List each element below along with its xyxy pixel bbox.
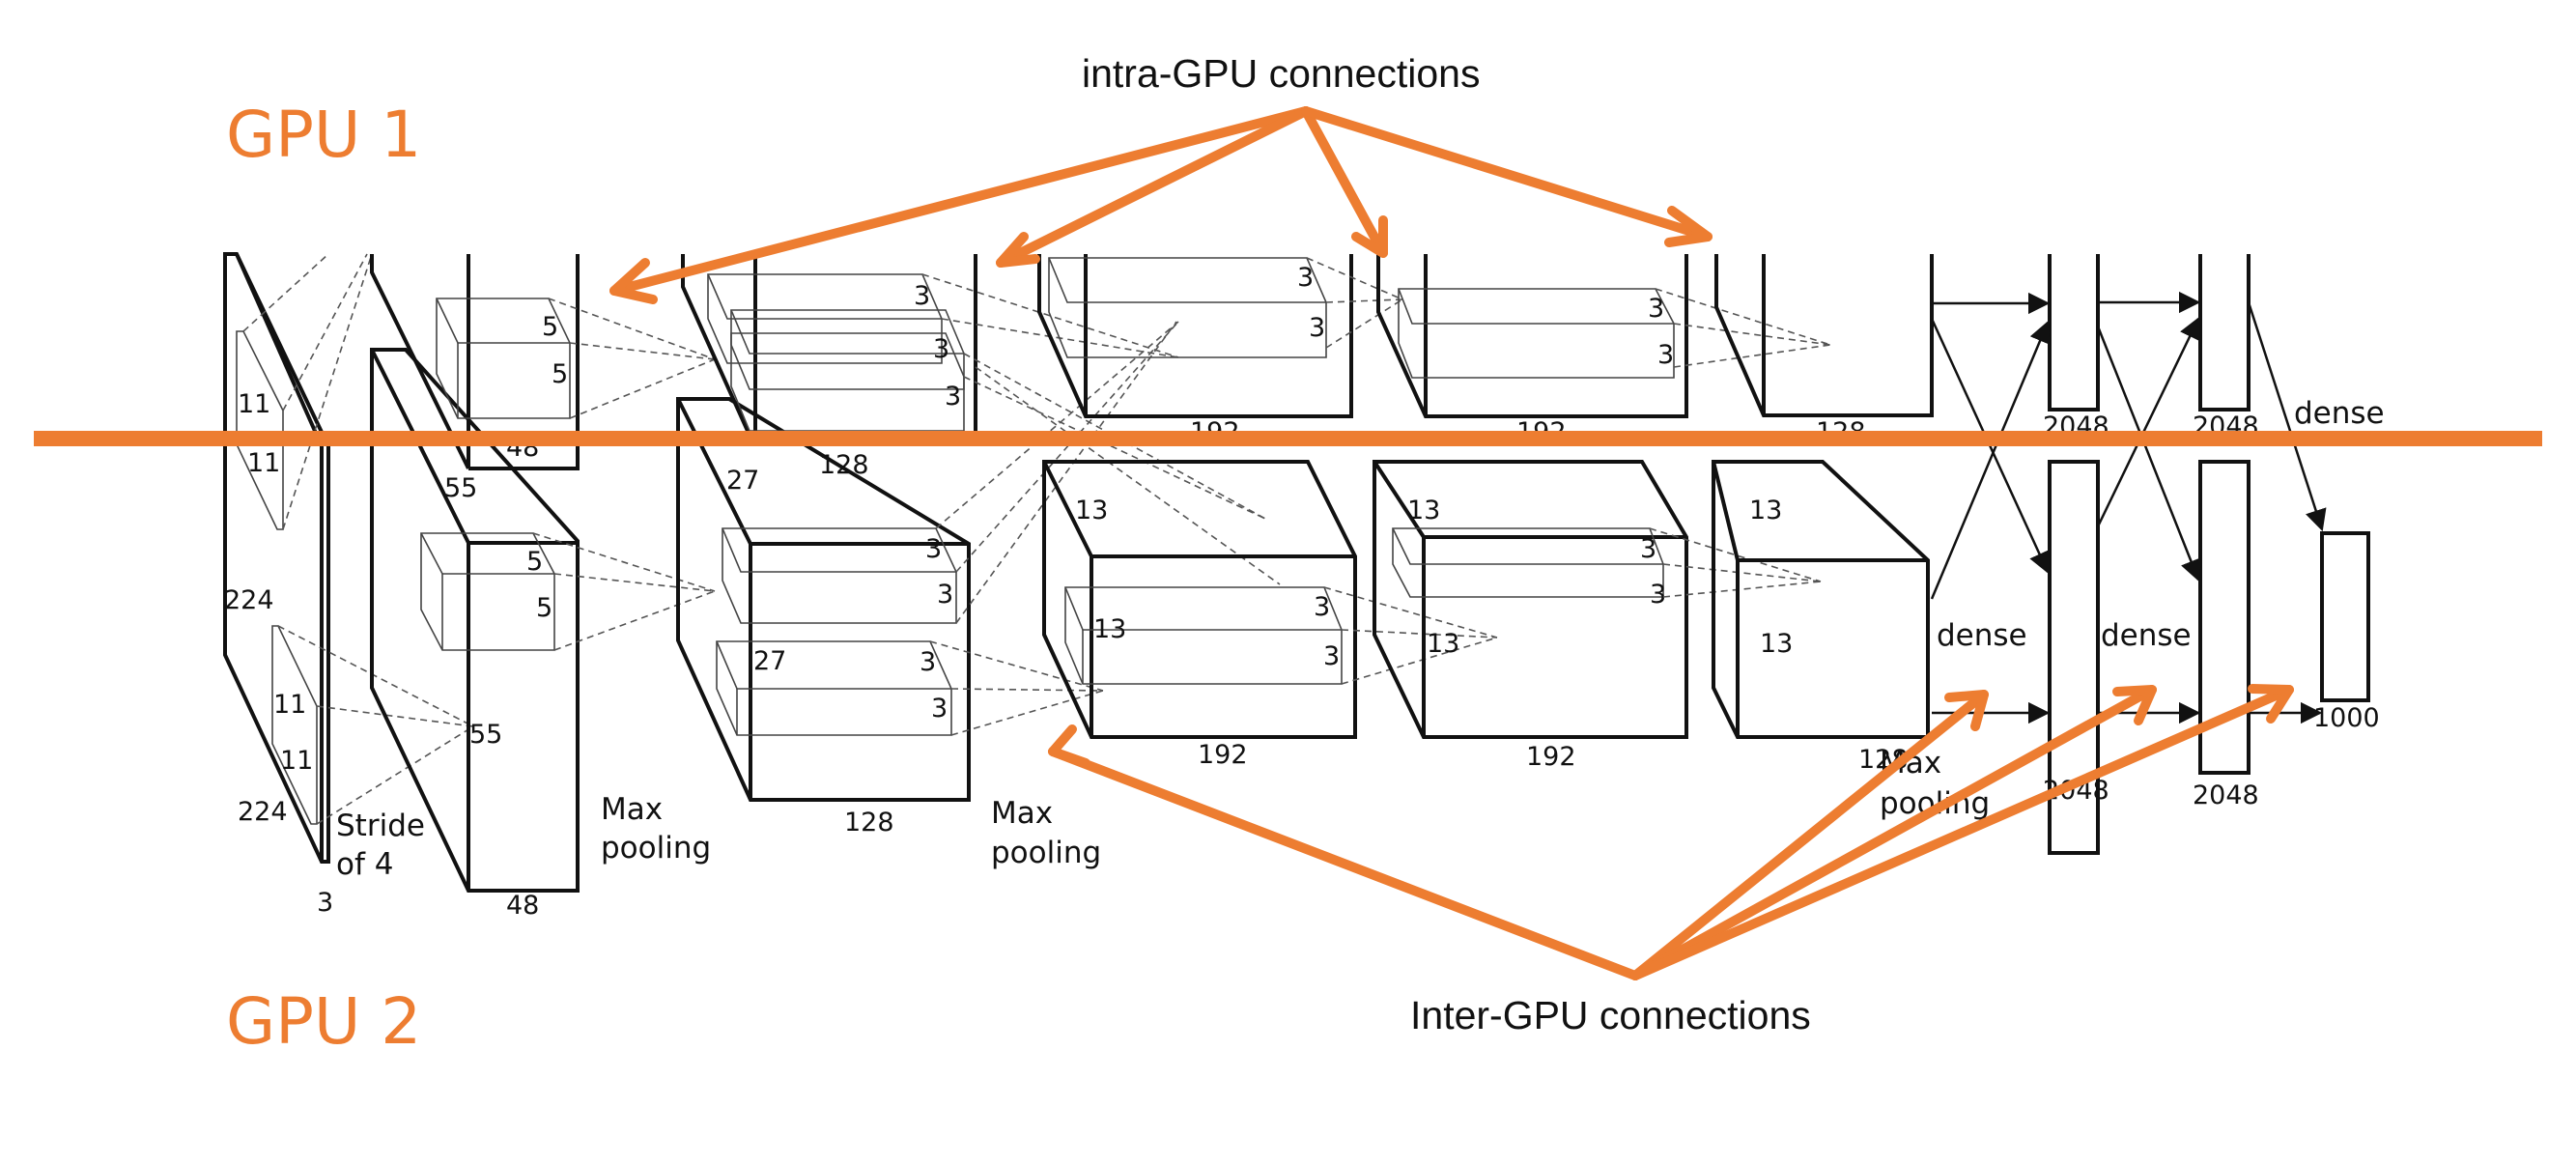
conv2-kernel-t1a: 3 — [914, 281, 930, 311]
conv3-kernel-bb: 3 — [1323, 641, 1340, 671]
intra-gpu-arrows — [609, 106, 1713, 304]
conv5-spatial-label-b: 13 — [1760, 629, 1793, 659]
conv3-depth-bottom: 192 — [1198, 740, 1248, 770]
input-width-label: 224 — [238, 797, 288, 827]
conv4-kernel-tb: 3 — [1657, 340, 1674, 370]
gpu2-label: GPU 2 — [226, 984, 421, 1059]
dense-label-fc8: dense — [2294, 396, 2385, 431]
conv4-layer: 3 3 192 13 13 3 3 192 — [1373, 254, 1831, 772]
conv1-kernel-top-a: 5 — [542, 312, 558, 342]
conv4-spatial-label-b: 13 — [1427, 629, 1459, 659]
conv2-depth-top: 128 — [819, 450, 869, 480]
conv1-kernel-top-b: 5 — [552, 359, 568, 389]
gpu1-label: GPU 1 — [226, 98, 421, 172]
conv2-spatial-label-b: 27 — [753, 646, 786, 676]
fc8-size: 1000 — [2313, 703, 2380, 733]
pool2-label-1: Max — [991, 796, 1053, 831]
conv4-spatial-label: 13 — [1407, 496, 1440, 525]
conv4-kernel-bb: 3 — [1650, 580, 1666, 610]
conv5-layer: 128 13 13 128 — [1712, 254, 1934, 775]
conv2-kernel-b2a: 3 — [920, 647, 936, 677]
inter-gpu-arrows — [1048, 684, 2294, 980]
conv4-kernel-ba: 3 — [1640, 534, 1656, 564]
conv1-kernel-bot-b: 5 — [536, 593, 552, 623]
stride-label-2: of 4 — [336, 847, 393, 882]
input-kernel-bot-b: 11 — [280, 746, 313, 776]
input-kernel-top-b: 11 — [247, 448, 280, 478]
conv4-depth-bottom: 192 — [1526, 742, 1576, 772]
inter-gpu-caption: Inter-GPU connections — [1410, 993, 1811, 1037]
input-depth-label: 3 — [317, 888, 333, 918]
conv1-depth-bottom: 48 — [506, 891, 539, 921]
conv2-layer: 3 3 3 3 3 3 3 27 27 128 128 — [676, 254, 1281, 838]
conv2-spatial-label: 27 — [726, 466, 759, 496]
conv4-kernel-ta: 3 — [1648, 294, 1664, 324]
fc6-layer: 2048 2048 — [2043, 254, 2109, 855]
conv2-kernel-b1a: 3 — [925, 534, 942, 564]
conv3-kernel-tb: 3 — [1309, 313, 1325, 343]
conv2-kernel-t2a: 3 — [933, 334, 949, 364]
conv1-layer: 5 5 5 5 55 55 48 48 — [370, 254, 716, 921]
input-height-label: 224 — [224, 585, 274, 615]
conv1-kernel-bot-a: 5 — [526, 547, 543, 577]
dense-label-fc6: dense — [1937, 618, 2027, 653]
input-kernel-top-a: 11 — [238, 389, 270, 419]
conv1-spatial-label: 55 — [444, 473, 477, 503]
conv2-kernel-t2b: 3 — [945, 382, 961, 412]
dense-label-fc7: dense — [2101, 618, 2192, 653]
conv2-kernel-b1b: 3 — [937, 580, 953, 610]
conv3-spatial-label: 13 — [1075, 496, 1108, 525]
intra-gpu-caption: intra-GPU connections — [1082, 51, 1480, 96]
stride-label-1: Stride — [336, 809, 425, 843]
conv5-spatial-label: 13 — [1749, 496, 1782, 525]
pool1-label-1: Max — [601, 792, 663, 827]
input-layer: 11 11 11 11 224 224 3 Stride of 4 — [223, 252, 474, 918]
fc8-layer: 1000 — [2313, 531, 2380, 733]
pool2-label-2: pooling — [991, 836, 1101, 870]
conv3-kernel-ba: 3 — [1314, 592, 1330, 622]
conv3-kernel-ta: 3 — [1297, 263, 1314, 293]
conv2-kernel-b2b: 3 — [931, 694, 948, 724]
input-kernel-bot-a: 11 — [273, 690, 306, 720]
pool1-label-2: pooling — [601, 831, 711, 866]
conv3-spatial-label-b: 13 — [1093, 614, 1126, 644]
conv2-depth-bottom: 128 — [844, 808, 894, 838]
fc7-size-bottom: 2048 — [2193, 781, 2259, 810]
conv1-spatial-label-b: 55 — [469, 720, 502, 750]
